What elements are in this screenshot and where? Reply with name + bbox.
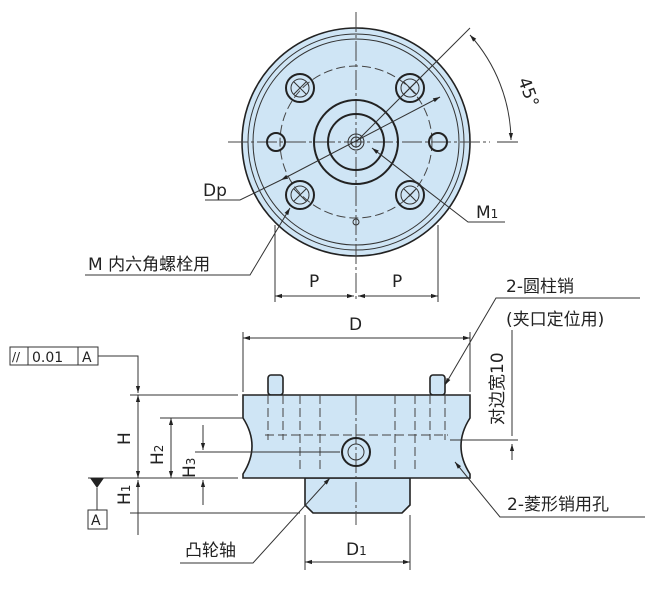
d-label: D [349, 315, 362, 335]
cam-shaft-label: 凸轮轴 [185, 541, 236, 561]
dp-label: Dp [203, 181, 227, 201]
h3-label: H3 [180, 458, 200, 478]
h1-label: H1 [115, 485, 135, 505]
pin-note-label: (夹口定位用) [506, 310, 604, 330]
h2-label: H2 [148, 445, 168, 465]
svg-text:A: A [91, 513, 101, 529]
h-label: H [115, 432, 135, 445]
flat-width-label: 对边宽10 [488, 352, 508, 425]
pin-label: 2-圆柱销 [506, 277, 574, 297]
bolt-label: M 内六角螺栓用 [88, 255, 210, 275]
datum-a: A [87, 478, 108, 530]
svg-text:A: A [82, 350, 92, 366]
svg-text://: // [12, 350, 21, 364]
m1-label: M1 [476, 203, 498, 223]
tolerance-frame: // 0.01 A [9, 346, 141, 393]
top-view: 45° Dp M1 M 内六角螺栓用 P P [85, 12, 542, 302]
angle-label: 45° [513, 75, 542, 110]
p-left-label: P [309, 272, 319, 292]
diamond-hole-label: 2-菱形销用孔 [507, 495, 609, 515]
svg-text:0.01: 0.01 [32, 350, 63, 366]
p-right-label: P [392, 272, 402, 292]
side-view: D D1 // 0.01 A H H1 H2 H [9, 277, 645, 570]
d1-label: D1 [346, 540, 367, 560]
